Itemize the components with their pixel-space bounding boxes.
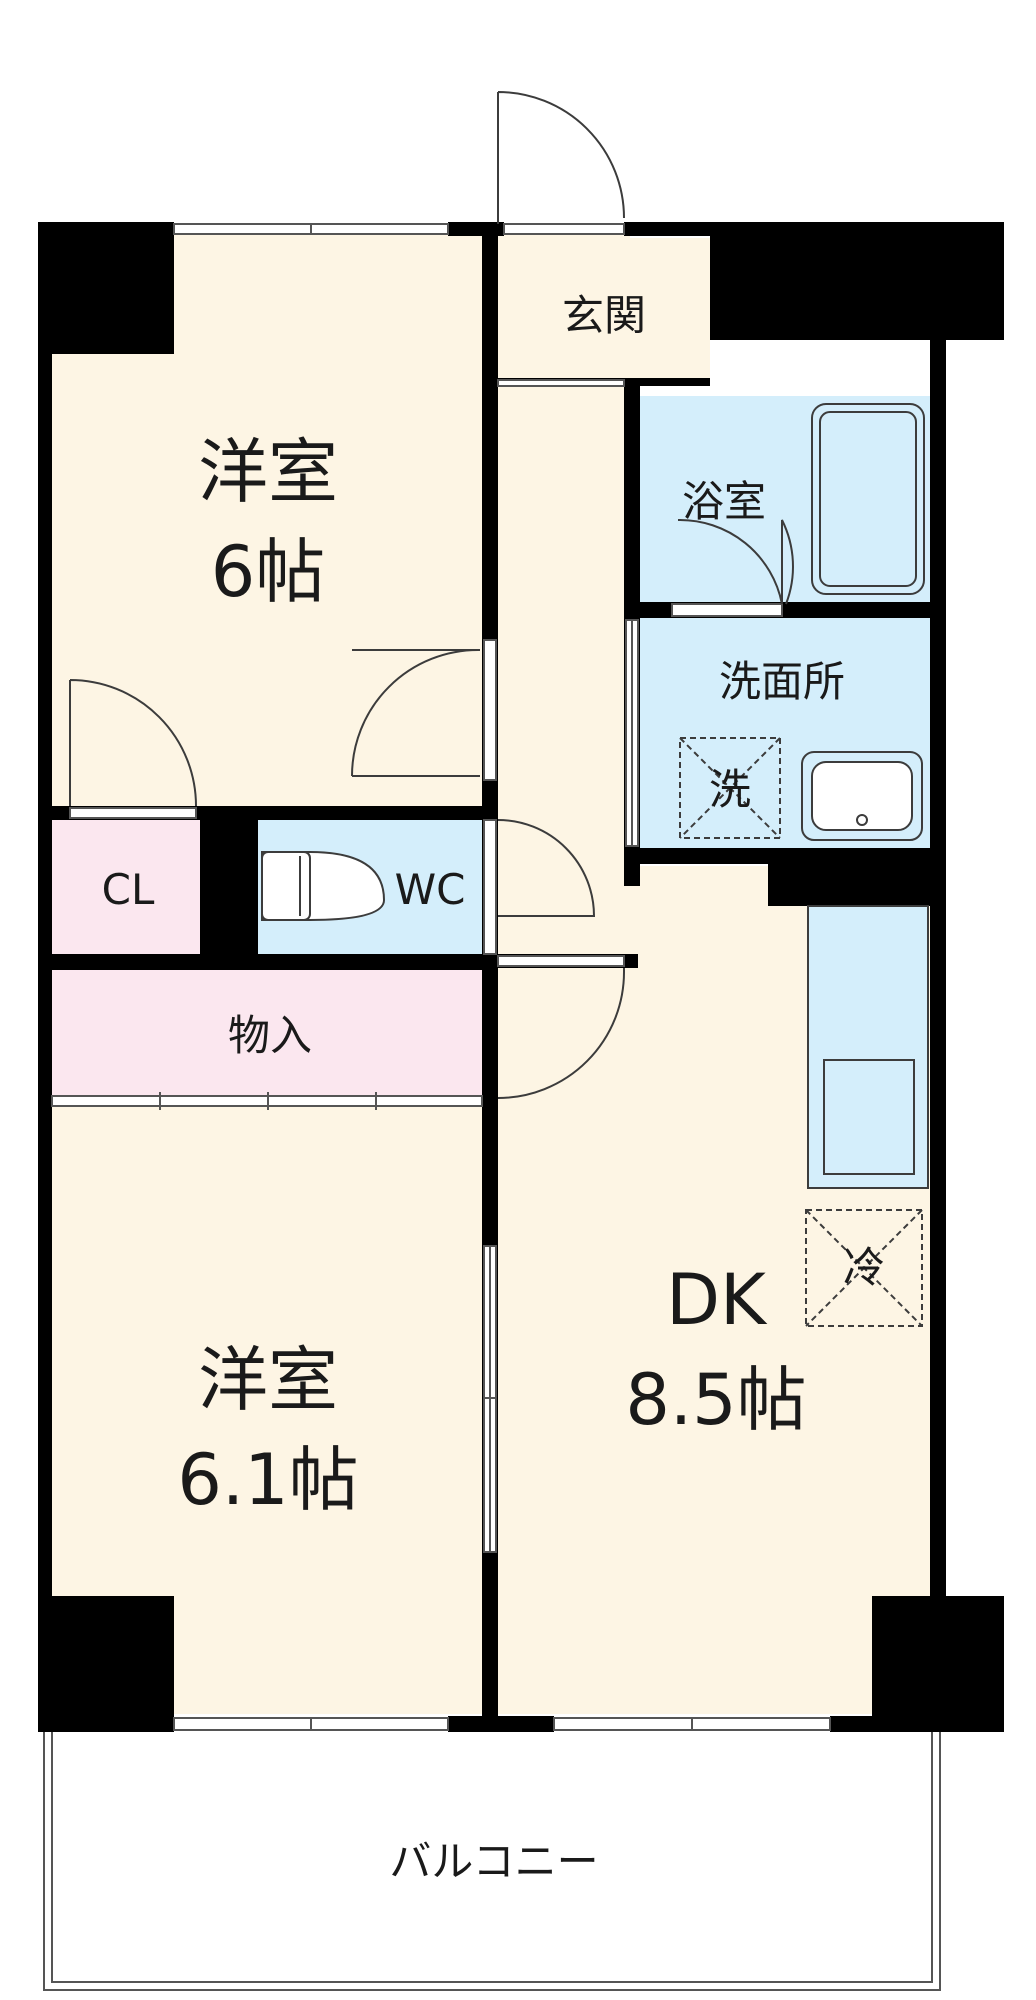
balcony-label: バルコニー	[389, 1837, 598, 1886]
walls	[38, 222, 1004, 1732]
wall-toilet-storage	[38, 954, 498, 970]
entrance-label: 玄関	[562, 291, 646, 340]
wall-right	[930, 222, 946, 1732]
room-top-door-swing	[351, 649, 480, 777]
door-swings	[69, 91, 794, 1099]
wall-closet-toilet	[200, 806, 258, 970]
wall-kitchen-column	[768, 848, 946, 906]
western-room-top-name: 洋室	[198, 431, 338, 513]
kitchen-sink	[823, 1059, 915, 1175]
closet-floor	[50, 818, 200, 954]
western-room-bottom-name: 洋室	[198, 1339, 338, 1421]
hall-door-opening	[497, 379, 625, 387]
sliding-door-hall	[483, 639, 497, 781]
column-top-left	[38, 222, 174, 354]
dining-kitchen-size: 8.5帖	[625, 1359, 806, 1441]
storage-sliding-doors	[51, 1092, 483, 1110]
washbasin-bowl	[811, 761, 913, 831]
washer-space-box	[679, 737, 781, 839]
front-door-opening	[503, 223, 625, 235]
fridge-space-box	[805, 1209, 923, 1327]
dining-kitchen-name: DK	[666, 1259, 768, 1341]
balcony-railing	[43, 1732, 941, 1991]
western-room-top-size: 6帖	[211, 531, 326, 613]
washer-space-label: 洗	[709, 765, 751, 814]
column-bottom-left	[38, 1596, 174, 1732]
toilet-door-opening	[483, 819, 497, 955]
toilet-door-swing	[497, 819, 596, 917]
balcony	[43, 1732, 941, 1991]
room-labels: 洋室 6帖 洋室 6.1帖 DK 8.5帖 玄関 浴室 洗面所 洗 冷 CL W…	[102, 291, 885, 1886]
bathtub	[811, 403, 925, 595]
toilet-label: WC	[395, 865, 466, 914]
kitchen-door-swing	[497, 968, 625, 1099]
bath-door-opening	[671, 603, 783, 617]
entrance-floor	[498, 238, 710, 378]
washroom-label: 洗面所	[719, 657, 845, 706]
kitchen-counter	[807, 905, 929, 1189]
bathroom-label: 浴室	[682, 477, 766, 526]
front-door-swing	[497, 91, 625, 224]
wall-bottom-middle	[448, 1716, 554, 1732]
column-bottom-right	[872, 1596, 1004, 1732]
wall-left	[38, 222, 52, 1732]
western-room-bottom-size: 6.1帖	[177, 1439, 358, 1521]
fridge-space-label: 冷	[843, 1243, 885, 1292]
bath-door-swing	[781, 519, 794, 605]
column-top-right	[710, 222, 1004, 340]
closet-door-swing	[69, 679, 197, 807]
storage-label: 物入	[228, 1011, 312, 1060]
kitchen-door-opening	[497, 955, 625, 967]
closet-label: CL	[102, 865, 155, 914]
wall-openings	[69, 223, 831, 1731]
closet-door-opening	[69, 807, 197, 819]
appliance-spaces	[679, 737, 923, 1327]
fixtures	[261, 403, 929, 1189]
bathtub-inner	[819, 411, 917, 587]
storage-floor	[50, 970, 482, 1096]
